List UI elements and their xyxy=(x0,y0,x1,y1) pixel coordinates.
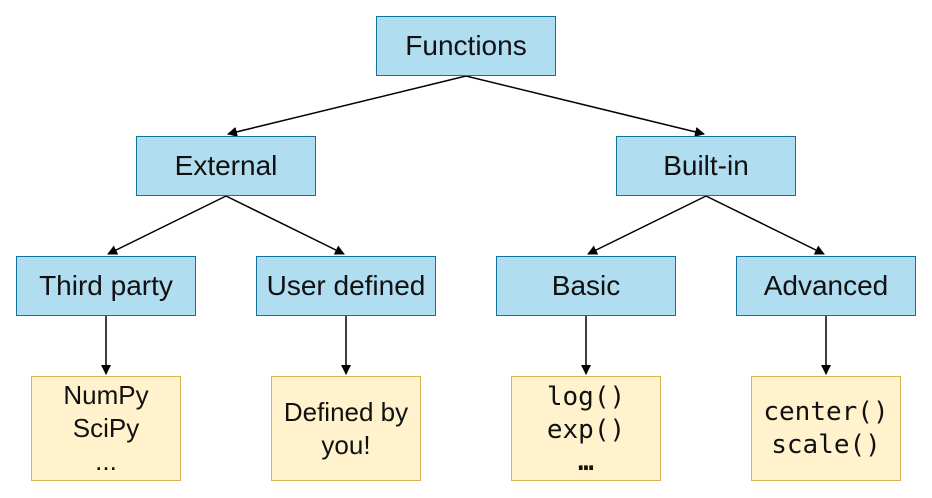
node-third-party: Third party xyxy=(16,256,196,316)
leaf-item-scale: scale() xyxy=(771,429,881,460)
node-user-defined: User defined xyxy=(256,256,436,316)
node-third-party-label: Third party xyxy=(39,270,173,301)
leaf-item-more: … xyxy=(578,446,594,477)
leaf-item-numpy: NumPy xyxy=(63,380,149,410)
leaf-item-scipy: SciPy xyxy=(72,413,140,443)
leaf-user-defined: Defined by you! xyxy=(271,376,421,481)
leaf-item-exp: exp() xyxy=(546,414,626,445)
node-basic: Basic xyxy=(496,256,676,316)
node-external-label: External xyxy=(174,150,278,181)
node-builtin: Built-in xyxy=(616,136,796,196)
node-builtin-label: Built-in xyxy=(663,150,749,181)
edge-external-thirdparty xyxy=(107,195,227,255)
leaf-advanced: center() scale() xyxy=(751,376,901,481)
node-functions-label: Functions xyxy=(405,30,527,61)
leaf-item-center: center() xyxy=(763,396,889,427)
leaf-item-more: ... xyxy=(95,446,117,476)
node-functions: Functions xyxy=(376,16,556,76)
edge-functions-external xyxy=(227,75,467,137)
node-user-defined-label: User defined xyxy=(266,270,426,301)
node-advanced: Advanced xyxy=(736,256,916,316)
leaf-basic: log() exp() … xyxy=(511,376,661,481)
leaf-text-line-2: you! xyxy=(321,429,371,460)
node-external: External xyxy=(136,136,316,196)
node-basic-label: Basic xyxy=(551,270,621,301)
edge-builtin-basic xyxy=(587,195,707,255)
leaf-third-party: NumPy SciPy ... xyxy=(31,376,181,481)
node-advanced-label: Advanced xyxy=(763,270,889,301)
edge-external-userdefined xyxy=(225,195,345,255)
edge-functions-builtin xyxy=(465,75,705,137)
leaf-item-log: log() xyxy=(546,381,626,412)
edge-builtin-advanced xyxy=(705,195,825,255)
leaf-text-line-1: Defined by xyxy=(283,396,409,427)
